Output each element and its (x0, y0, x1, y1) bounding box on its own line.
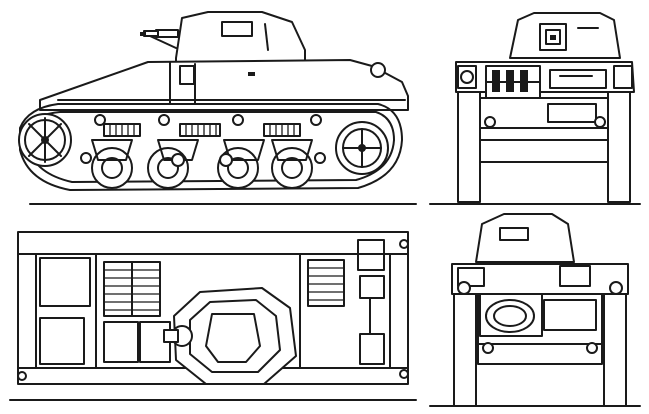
rear-left-light (457, 281, 471, 295)
front-view (429, 12, 641, 205)
top-rear-panel-upper (39, 257, 91, 307)
side-hull-box (179, 65, 195, 85)
side-view (18, 11, 417, 205)
top-driver-hatch (357, 239, 385, 271)
top-rear-panel-lower (39, 317, 85, 365)
rear-exhaust-cover (479, 293, 543, 337)
rear-view (429, 213, 641, 407)
front-grille (485, 65, 541, 99)
front-left-light (457, 65, 477, 89)
top-engine-grille (103, 261, 161, 317)
side-hull-plate (248, 72, 255, 76)
side-main-gun (140, 29, 179, 49)
side-road-wheels (91, 147, 313, 189)
side-suspension (80, 114, 326, 167)
top-view (9, 231, 417, 401)
front-right-light (613, 65, 633, 89)
front-left-track (457, 91, 481, 203)
side-hull (39, 59, 409, 111)
side-headlight (370, 62, 386, 78)
side-track (19, 103, 403, 191)
rear-turret (475, 213, 575, 263)
rear-left-track (453, 293, 477, 407)
rear-right-track (603, 293, 627, 407)
side-turret-hatch (221, 21, 253, 37)
top-turret (163, 287, 297, 385)
side-drive-sprocket (18, 113, 72, 167)
top-front-grille (307, 259, 345, 307)
front-right-track (607, 91, 631, 203)
rear-right-light (609, 281, 623, 295)
side-idler-wheel (335, 121, 389, 175)
front-hull (455, 61, 635, 93)
